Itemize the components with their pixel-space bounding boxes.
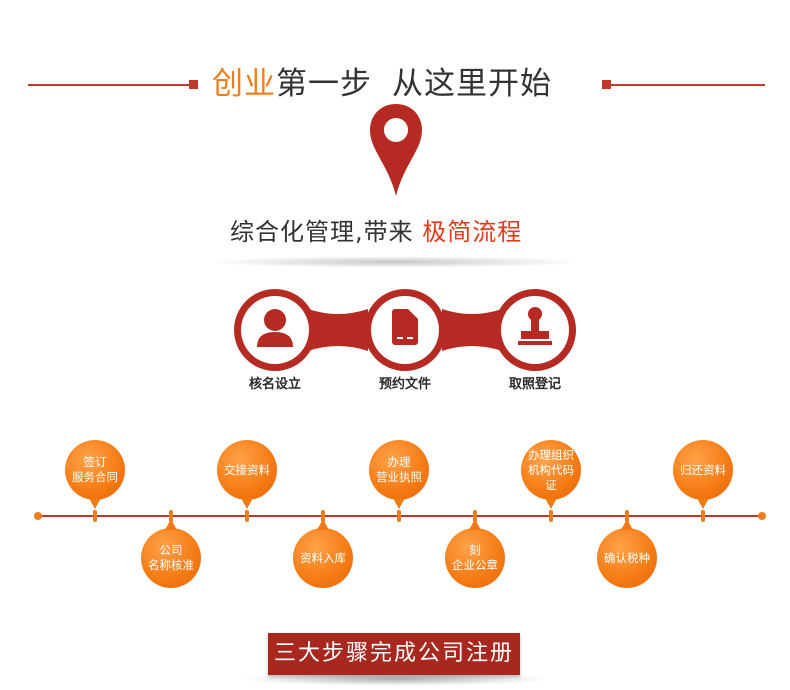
- timeline-step-handover-docs: 交接资料: [217, 440, 277, 509]
- subtitle-plain: 综合化管理,带来: [230, 218, 414, 246]
- timeline-start-dot: [34, 512, 42, 520]
- step-label-name-setup: 核名设立: [248, 377, 301, 392]
- timeline-step-business-license: 办理营业执照: [369, 440, 429, 509]
- timeline-step-archive-docs: 资料入库: [293, 519, 353, 588]
- heading-square-left: [189, 80, 198, 89]
- subtitle: 综合化管理,带来 极简流程: [230, 212, 522, 252]
- timeline-step-company-seal: 刻企业公章: [445, 519, 505, 588]
- heading-rest: 从这里开始: [392, 66, 552, 102]
- timeline-tick: [166, 510, 176, 522]
- subtitle-shadow: [205, 256, 585, 268]
- timeline-tick: [242, 510, 252, 522]
- heading-line-left: [28, 84, 190, 86]
- timeline-tick: [318, 510, 328, 522]
- timeline-tick: [622, 510, 632, 522]
- heading-accent: 创业: [212, 66, 276, 102]
- banner-shadow: [240, 672, 550, 686]
- heading-main: 第一步: [276, 66, 372, 102]
- location-pin-icon: [370, 104, 422, 196]
- timeline-step-name-approval: 公司名称核准: [141, 519, 201, 588]
- timeline-tick: [698, 510, 708, 522]
- bottom-banner: 三大步骤完成公司注册: [268, 633, 520, 675]
- subtitle-accent: 极简流程: [422, 218, 523, 246]
- heading-line-right: [610, 84, 765, 86]
- timeline-step-tax-type: 确认税种: [597, 519, 657, 588]
- heading-square-right: [602, 80, 611, 89]
- stamp-icon: [518, 307, 552, 345]
- timeline-step-sign-contract: 签订服务合同: [65, 440, 125, 509]
- timeline-end-dot: [758, 512, 766, 520]
- timeline-tick: [394, 510, 404, 522]
- person-icon: [257, 309, 293, 347]
- step-label-appointment: 预约文件: [378, 377, 431, 392]
- timeline-tick: [470, 510, 480, 522]
- timeline-tick: [90, 510, 100, 522]
- step-label-license: 取照登记: [508, 377, 561, 392]
- timeline-step-return-docs: 归还资料: [673, 440, 733, 509]
- timeline-tick: [546, 510, 556, 522]
- three-steps-graphic: [234, 289, 576, 371]
- heading-title: 创业第一步从这里开始: [212, 62, 592, 106]
- document-icon: [392, 309, 418, 345]
- timeline-step-org-code: 办理组织机构代码证: [521, 440, 581, 509]
